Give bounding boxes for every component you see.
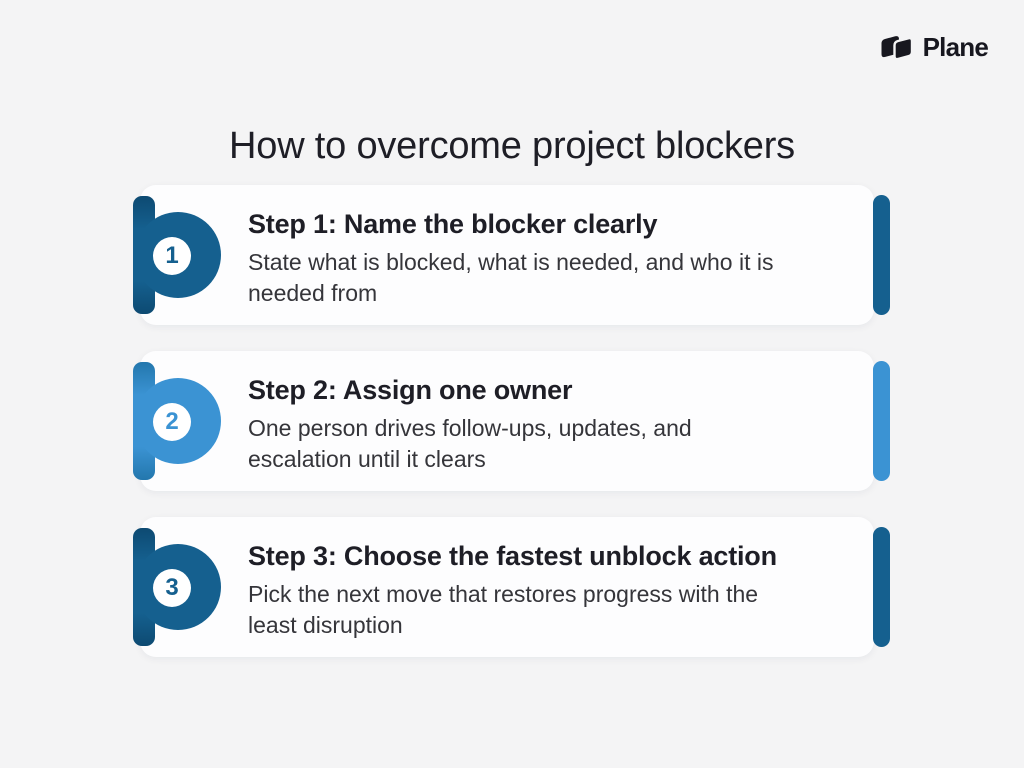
description-line: needed from <box>248 280 378 306</box>
step-3-number: 3 <box>153 569 191 607</box>
accent-pill <box>873 527 890 647</box>
step-1-title: Step 1: Name the blocker clearly <box>248 209 658 239</box>
step-3-description: Pick the next move that restores progres… <box>248 579 844 641</box>
step-2-description: One person drives follow-ups, updates, a… <box>248 413 844 475</box>
step-2-number: 2 <box>153 403 191 441</box>
step-1-description: State what is blocked, what is needed, a… <box>248 247 844 309</box>
accent-pill <box>873 361 890 481</box>
step-3-badge: 3 <box>133 528 225 646</box>
step-3-content: Step 3: Choose the fastest unblock actio… <box>248 539 844 641</box>
brand-logo: Plane <box>878 30 989 64</box>
step-3-title: Step 3: Choose the fastest unblock actio… <box>248 541 777 571</box>
step-card-2: 2 Step 2: Assign one owner One person dr… <box>133 351 890 491</box>
description-line: escalation until it clears <box>248 446 486 472</box>
step-card-3: 3 Step 3: Choose the fastest unblock act… <box>133 517 890 657</box>
description-line: least disruption <box>248 612 403 638</box>
step-card-1: 1 Step 1: Name the blocker clearly State… <box>133 185 890 325</box>
step-1-number: 1 <box>153 237 191 275</box>
step-1-content: Step 1: Name the blocker clearly State w… <box>248 207 844 309</box>
accent-pill <box>873 195 890 315</box>
step-2-badge: 2 <box>133 362 225 480</box>
step-2-content: Step 2: Assign one owner One person driv… <box>248 373 844 475</box>
description-line: Pick the next move that restores progres… <box>248 581 759 607</box>
plane-logo-icon <box>881 36 913 61</box>
description-line: State what is blocked, what is needed, a… <box>248 249 774 275</box>
description-line: One person drives follow-ups, updates, a… <box>248 415 692 441</box>
page-title: How to overcome project blockers <box>229 125 795 168</box>
brand-name: Plane <box>922 31 989 62</box>
step-2-title: Step 2: Assign one owner <box>248 375 573 405</box>
step-1-badge: 1 <box>133 196 225 314</box>
